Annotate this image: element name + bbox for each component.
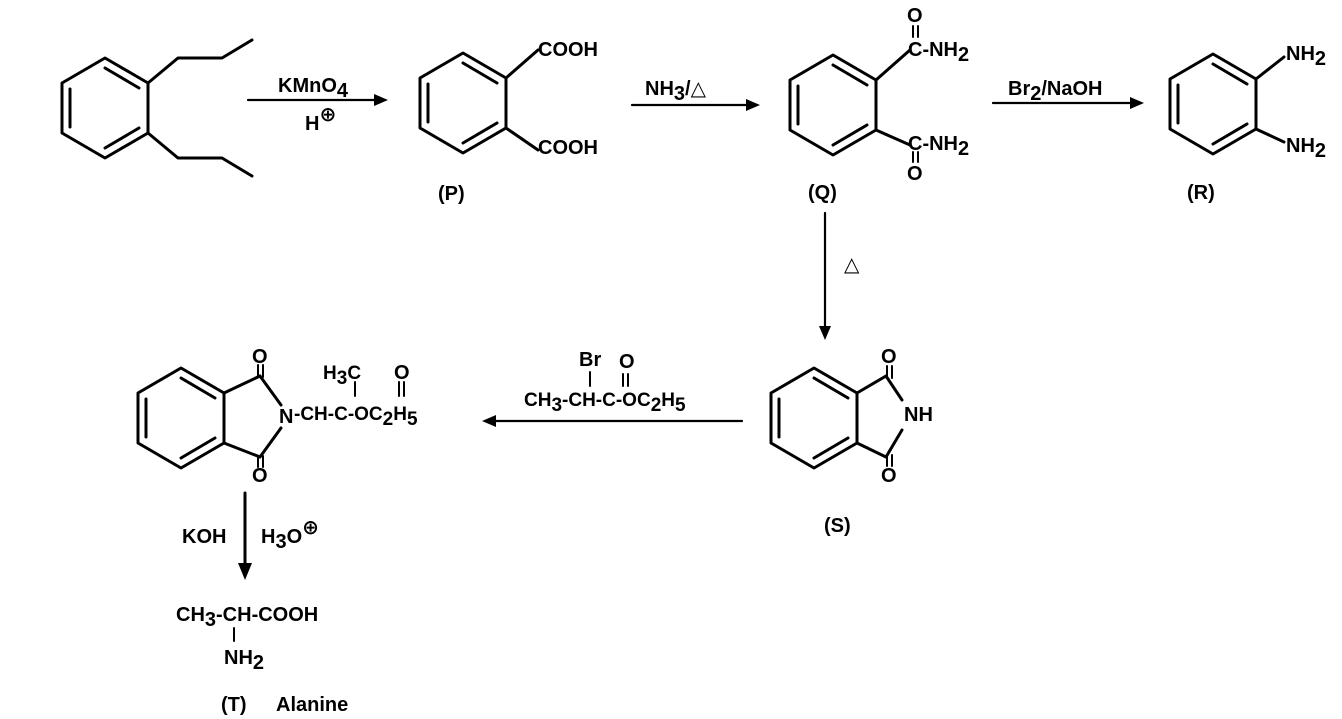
amine-top: NH2 bbox=[1286, 43, 1326, 70]
imide-oxygen-bottom: O bbox=[881, 465, 897, 487]
reagent-bromo-ester-o: O bbox=[619, 351, 635, 373]
amide-oxygen-bottom: O bbox=[907, 163, 923, 185]
reagent-bromo-ester-chain: CH3-CH-C-OC2H5 bbox=[524, 390, 686, 416]
cooh-bottom: COOH bbox=[538, 137, 598, 159]
reaction-arrow-cyclization bbox=[819, 211, 831, 340]
alanine-chain: CH3-CH-COOH bbox=[176, 604, 318, 631]
phenylenediamine-structure bbox=[1168, 52, 1286, 156]
ester-h3c: H3C bbox=[323, 363, 361, 389]
alanine-amine: NH2 bbox=[224, 647, 264, 674]
imide-oxygen-top: O bbox=[881, 346, 897, 368]
n-alkyl-phthalimide-structure bbox=[136, 364, 405, 470]
compound-label-t: (T) bbox=[221, 694, 247, 716]
reagent-br2-naoh: Br2/NaOH bbox=[1008, 78, 1102, 105]
cooh-top: COOH bbox=[538, 39, 598, 61]
amine-bottom: NH2 bbox=[1286, 135, 1326, 162]
compound-label-s: (S) bbox=[824, 515, 851, 537]
reagent-h3o-plus: H3O⊕ bbox=[261, 517, 319, 553]
reaction-arrow-oxidation bbox=[246, 94, 388, 106]
reagent-kmno4: KMnO4 bbox=[278, 75, 349, 102]
compound-name-alanine: Alanine bbox=[276, 694, 348, 716]
reagent-h-plus: H⊕ bbox=[305, 104, 336, 135]
reaction-arrow-alkylation bbox=[482, 415, 744, 427]
reagent-nh3-heat: NH3/△ bbox=[645, 78, 707, 105]
imide-nh: NH bbox=[904, 404, 933, 426]
ester-nitrogen: N bbox=[279, 406, 293, 428]
dipropylbenzene-structure bbox=[60, 38, 254, 178]
reaction-arrow-hofmann bbox=[991, 97, 1144, 109]
ester-carbonyl-oxygen: O bbox=[394, 362, 410, 384]
amide-oxygen-top: O bbox=[907, 5, 923, 27]
compound-label-p: (P) bbox=[438, 183, 465, 205]
ester-oxygen-top: O bbox=[252, 346, 268, 368]
compound-label-q: (Q) bbox=[808, 182, 837, 204]
phthalimide-structure bbox=[769, 365, 904, 470]
phthalic-acid-structure bbox=[418, 48, 540, 155]
reagent-bromo-ester-br: Br bbox=[579, 349, 601, 371]
reagent-heat: △ bbox=[844, 254, 860, 276]
reaction-arrow-hydrolysis bbox=[238, 491, 252, 580]
ester-chain: -CH-C-OC2H5 bbox=[294, 404, 418, 430]
amide-bottom: C-NH2 bbox=[908, 133, 969, 160]
reaction-arrow-amidation bbox=[630, 99, 760, 111]
amide-top: C-NH2 bbox=[908, 39, 969, 66]
compound-label-r: (R) bbox=[1187, 182, 1215, 204]
reagent-koh: KOH bbox=[182, 526, 226, 548]
ester-oxygen-bottom: O bbox=[252, 465, 268, 487]
phthalamide-structure bbox=[788, 25, 919, 163]
